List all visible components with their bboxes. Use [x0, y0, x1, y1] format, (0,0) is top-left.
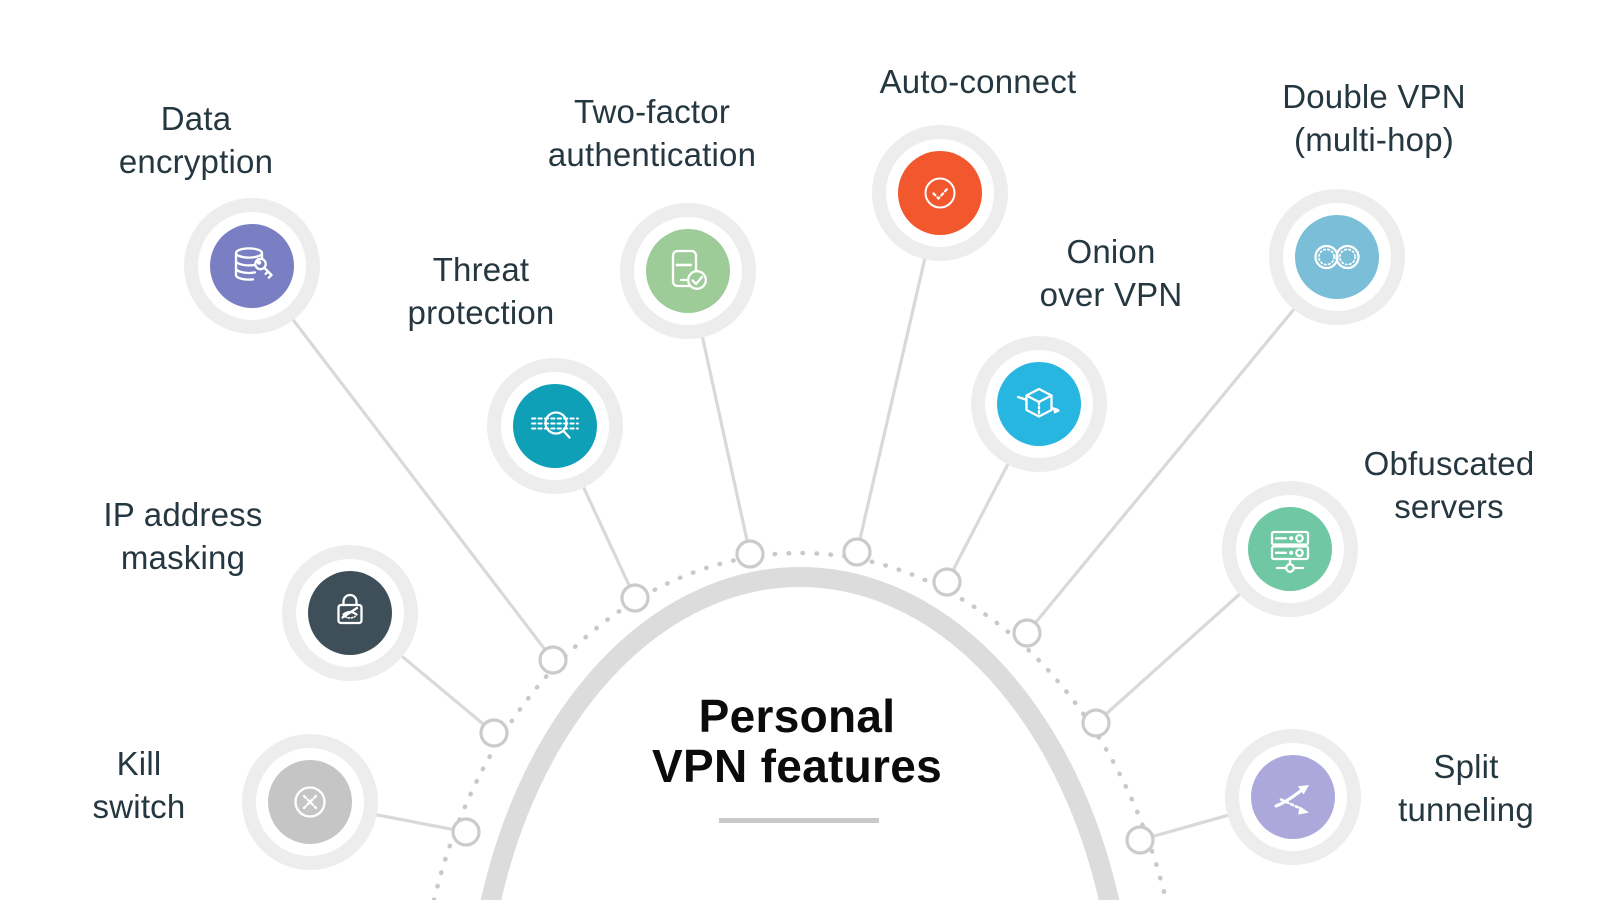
icon-disc — [898, 151, 982, 235]
label-line: protection — [407, 294, 555, 331]
label-line: masking — [120, 539, 246, 576]
label-line: tunneling — [1398, 791, 1534, 828]
onion-over-vpn-icon — [971, 336, 1107, 472]
auto-connect-icon — [872, 125, 1008, 261]
lock-hidden-eye-icon — [337, 593, 363, 625]
connector-data-encryption — [250, 265, 555, 661]
kill-switch-icon — [242, 734, 378, 870]
label-line: Two-factor — [573, 93, 731, 130]
cross-circle-icon — [294, 786, 326, 818]
database-key-icon — [234, 247, 273, 281]
icon-disc — [1248, 507, 1332, 591]
connector-double-vpn — [1025, 255, 1339, 635]
node-two-factor-authentication — [735, 539, 765, 569]
node-split-tunneling — [1125, 825, 1155, 855]
obfuscated-servers-icon — [1222, 481, 1358, 617]
split-tunneling-icon — [1225, 729, 1361, 865]
center-arc — [480, 567, 1120, 900]
label-line: Split — [1433, 748, 1499, 785]
cube-arrow-icon — [1016, 387, 1061, 418]
label-line: Obfuscated — [1363, 445, 1535, 482]
node-onion-over-vpn — [932, 567, 962, 597]
onion-over-vpn-label: Onion over VPN — [1040, 230, 1183, 316]
label-line: Data — [160, 100, 232, 137]
threat-protection-label: Threat protection — [408, 248, 555, 334]
double-vpn-icon — [1269, 189, 1405, 325]
split-arrows-icon — [1274, 785, 1309, 815]
label-line: (multi-hop) — [1294, 121, 1454, 158]
double-vpn-label: Double VPN (multi-hop) — [1282, 75, 1466, 161]
label-line: servers — [1394, 488, 1504, 525]
page-title: Personal VPN features — [652, 691, 942, 791]
check-circle-icon — [924, 177, 956, 209]
node-kill-switch — [451, 817, 481, 847]
icon-disc — [513, 384, 597, 468]
data-encryption-icon — [184, 198, 320, 334]
label-line: encryption — [118, 143, 274, 180]
label-line: switch — [92, 788, 186, 825]
split-tunneling-label: Split tunneling — [1398, 745, 1534, 831]
icon-disc — [646, 229, 730, 313]
two-factor-authentication-label: Two-factor authentication — [548, 90, 756, 176]
label-line: IP address — [103, 496, 263, 533]
label-line: Double VPN — [1282, 78, 1466, 115]
server-stack-icon — [1270, 530, 1310, 573]
node-auto-connect — [842, 537, 872, 567]
node-double-vpn — [1012, 618, 1042, 648]
obfuscated-servers-label: Obfuscated servers — [1364, 442, 1535, 528]
double-loop-icon — [1314, 244, 1360, 270]
label-line: Kill — [116, 745, 162, 782]
arc-nodes — [451, 537, 1155, 855]
kill-switch-label: Kill switch — [93, 742, 186, 828]
scan-magnifier-icon — [531, 411, 579, 439]
phone-check-icon — [671, 249, 707, 290]
ip-address-masking-icon — [282, 545, 418, 681]
node-threat-protection — [620, 583, 650, 613]
auto-connect-label: Auto-connect — [880, 60, 1077, 103]
label-line: Threat — [432, 251, 530, 288]
title-underline — [719, 818, 879, 823]
title-line: Personal — [698, 690, 896, 742]
ip-address-masking-label: IP address masking — [103, 493, 262, 579]
node-data-encryption — [538, 645, 568, 675]
data-encryption-label: Data encryption — [119, 97, 273, 183]
label-line: Onion — [1066, 233, 1156, 270]
label-line: authentication — [547, 136, 757, 173]
threat-protection-icon — [487, 358, 623, 494]
two-factor-authentication-icon — [620, 203, 756, 339]
label-line: over VPN — [1039, 276, 1183, 313]
node-ip-address-masking — [479, 718, 509, 748]
title-line: VPN features — [652, 740, 942, 792]
label-line: Auto-connect — [879, 63, 1077, 100]
node-obfuscated-servers — [1081, 708, 1111, 738]
